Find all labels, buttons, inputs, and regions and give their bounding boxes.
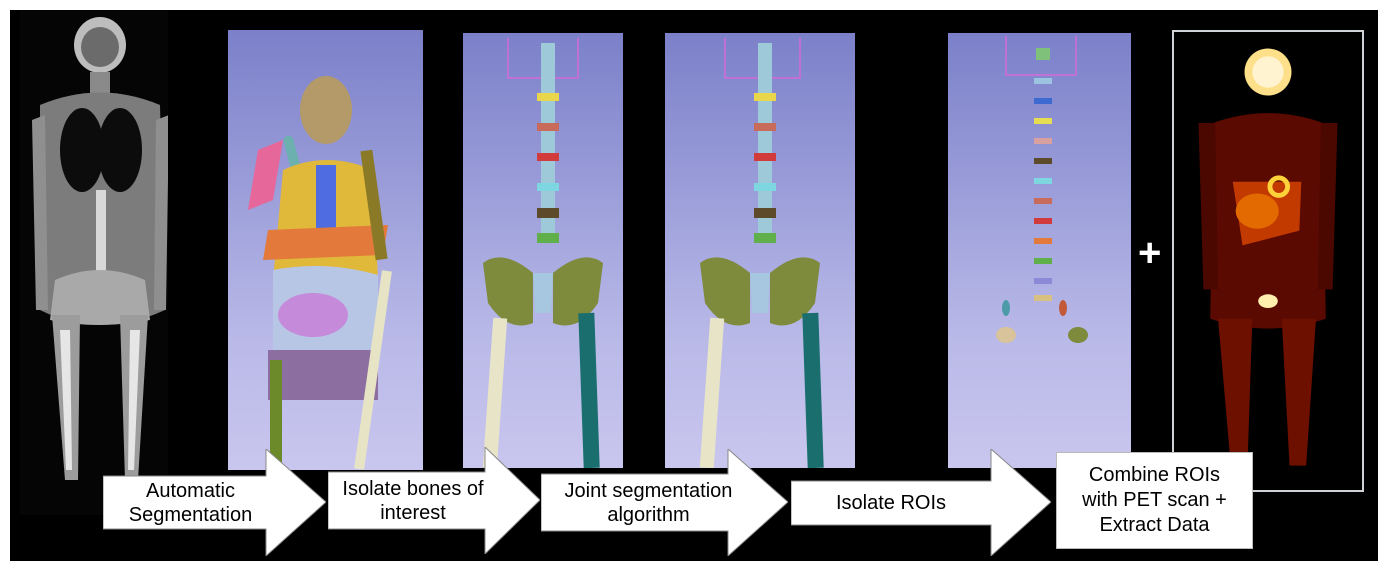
step-label-line1: Automatic bbox=[146, 479, 235, 502]
isolated-rois-panel bbox=[948, 33, 1131, 468]
arrow-shape bbox=[103, 449, 326, 556]
full-body-segmentation-image bbox=[248, 76, 392, 470]
joint-segmentation-panel bbox=[665, 33, 855, 468]
plus-sign: + bbox=[1138, 231, 1162, 275]
ct-scan-panel bbox=[20, 10, 168, 515]
pet-scan-image bbox=[1198, 48, 1338, 466]
joint-segmentation-image bbox=[699, 38, 824, 468]
ct-scan-image bbox=[32, 17, 168, 480]
arrow-shape bbox=[791, 449, 1051, 556]
step-label-line2: interest bbox=[380, 501, 446, 524]
bones-of-interest-image bbox=[482, 38, 603, 468]
arrow-shape bbox=[541, 449, 788, 556]
final-step-line2: with PET scan + bbox=[1082, 489, 1227, 511]
final-step-line3: Extract Data bbox=[1099, 514, 1210, 536]
step-label-line1: Isolate ROIs bbox=[835, 491, 947, 514]
bones-of-interest-panel bbox=[463, 33, 623, 468]
step-label-line1: Joint segmentation bbox=[564, 479, 733, 502]
final-step-box: Combine ROIs with PET scan + Extract Dat… bbox=[1056, 452, 1253, 549]
arrow-shape bbox=[328, 447, 540, 554]
step-label-line1: Isolate bones of bbox=[342, 477, 484, 500]
step-arrow-isolate-rois: Isolate ROIs bbox=[791, 449, 1051, 556]
step-label-line2: Segmentation bbox=[128, 503, 253, 526]
final-step-line1: Combine ROIs bbox=[1088, 464, 1221, 486]
pet-scan-panel bbox=[1172, 30, 1364, 492]
isolated-rois-image bbox=[996, 36, 1088, 343]
full-body-segmentation-panel bbox=[228, 30, 423, 470]
step-label: Isolate ROIs bbox=[791, 449, 991, 556]
step-label-line2: algorithm bbox=[607, 503, 690, 526]
